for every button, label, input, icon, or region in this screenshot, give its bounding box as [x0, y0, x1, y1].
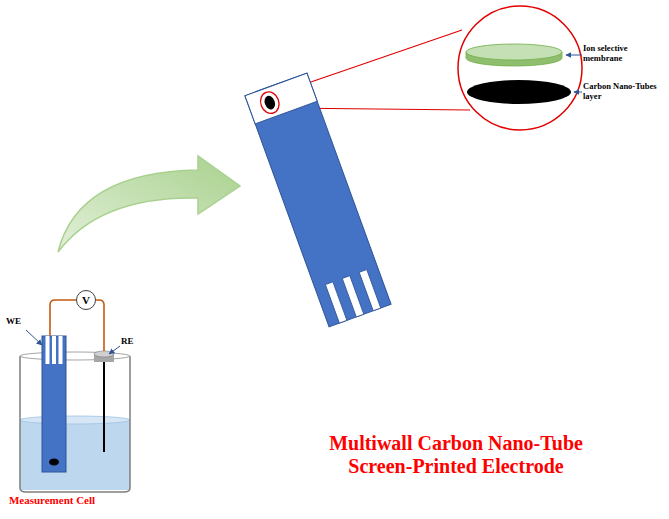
carbon-nanotube-layer	[467, 80, 571, 104]
leader-line	[109, 346, 120, 354]
curved-arrow	[58, 156, 240, 252]
reference-cap-top	[94, 351, 114, 357]
zoom-circle	[458, 6, 582, 130]
screen-printed-electrode	[245, 73, 391, 327]
contact-slot	[59, 336, 63, 364]
sensing-spot	[49, 459, 59, 466]
solution	[20, 420, 130, 490]
contact-slot	[52, 336, 56, 364]
diagram-title: Multiwall Carbon Nano-Tube Screen-Printe…	[318, 432, 594, 478]
electrode-label: WE	[6, 316, 36, 326]
voltmeter-circle: V	[76, 290, 96, 310]
carbon-layer-label: Carbon Nano-Tubes layer	[583, 82, 665, 102]
electrode-label: RE	[121, 336, 151, 346]
contact-slot	[359, 270, 381, 311]
cell-label: Measurement Cell	[8, 494, 96, 507]
contact-slot	[325, 282, 347, 323]
leader-line	[574, 92, 582, 93]
contact-slot	[342, 276, 364, 317]
voltmeter-symbol: V	[82, 295, 90, 306]
electrode-head	[245, 73, 317, 124]
zoom-circle-small	[258, 89, 282, 116]
membrane-label: Ion selective membrane	[583, 44, 665, 64]
reference-electrode	[103, 362, 105, 452]
leader-line	[26, 330, 42, 345]
wire	[50, 300, 76, 336]
sensing-spot	[263, 94, 277, 111]
measurement-cell	[20, 300, 130, 492]
leader-line	[566, 55, 582, 56]
solution-surface	[20, 416, 130, 424]
contact-slot	[46, 336, 50, 364]
electrode-body	[245, 73, 391, 327]
ion-selective-membrane	[466, 44, 562, 66]
membrane-top	[466, 44, 562, 60]
beaker	[20, 356, 130, 492]
wire	[96, 300, 104, 351]
working-electrode	[42, 336, 66, 472]
